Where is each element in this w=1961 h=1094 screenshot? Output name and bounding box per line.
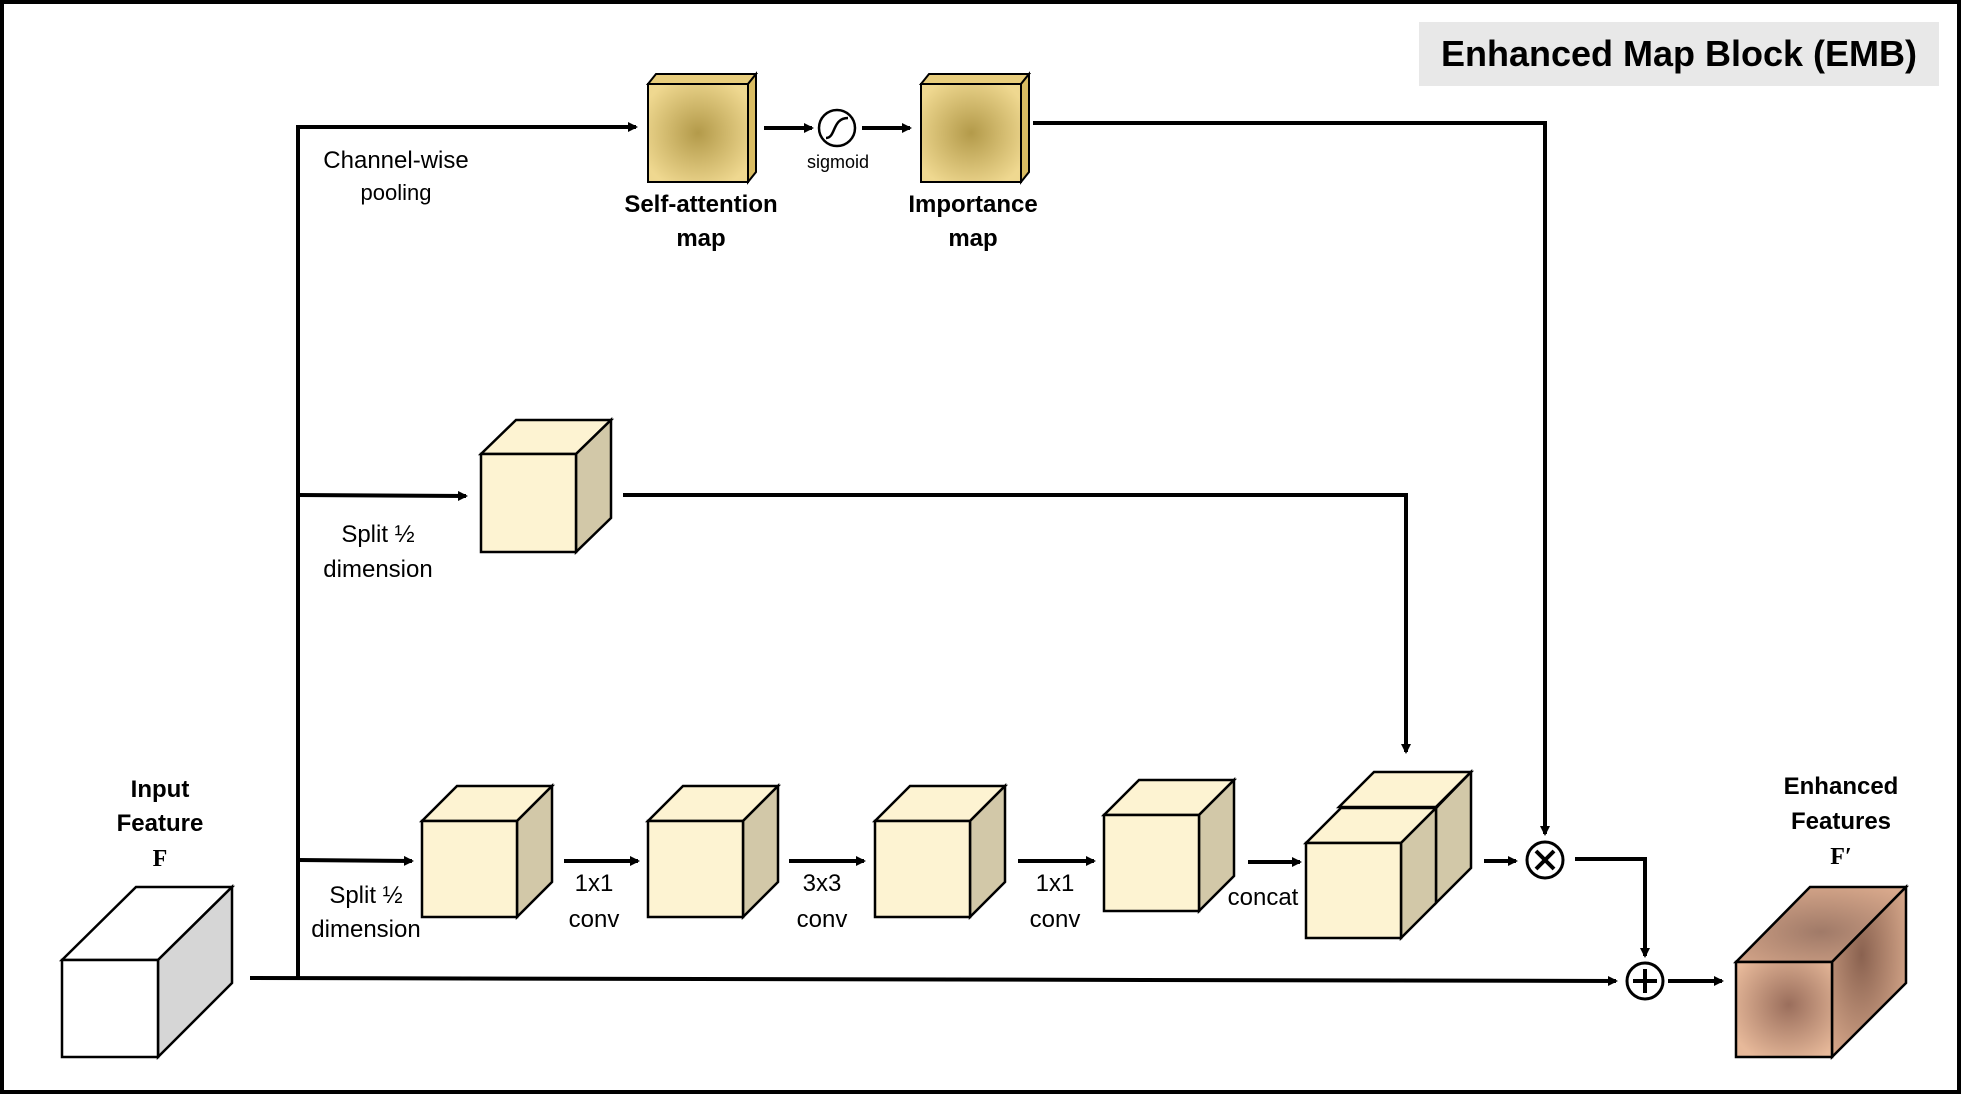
split-cube-bottom [418,782,556,921]
label-sigmoid: sigmoid [807,152,869,172]
label-enhanced-features: Features [1791,808,1891,835]
label-split-bottom: Split ½ [329,882,402,909]
conv3-output-cube [871,782,1009,921]
label-conv3: 3x3 [803,870,842,897]
label-conv1: 1x1 [575,870,614,897]
label-split-top-dimension: dimension [323,556,432,583]
label-concat: concat [1228,884,1299,911]
concat-cube [1302,768,1475,942]
sigmoid-icon [817,108,857,148]
multiply-operator [1525,840,1565,880]
title: Enhanced Map Block (EMB) [1441,33,1917,74]
label-input: Input [131,776,190,803]
label-conv3-conv: conv [797,906,848,933]
label-output-f-prime: F′ [1830,844,1851,870]
label-conv1-conv: conv [569,906,620,933]
title-box [1419,22,1939,86]
label-importance: Importance [908,191,1037,218]
conv1b-output-cube [1100,776,1238,915]
label-conv1b: 1x1 [1036,870,1075,897]
enhanced-features-cube [1733,883,1909,1061]
label-channel-wise: Channel-wise [323,147,468,174]
label-self-attention-map: map [676,225,725,252]
label-split-bottom-dimension: dimension [311,916,420,943]
add-operator [1625,961,1665,1001]
connections [249,121,1724,986]
self-attention-map [645,71,759,185]
label-enhanced: Enhanced [1784,773,1899,800]
input-feature-cube [58,884,236,1061]
label-pooling: pooling [361,180,432,205]
label-input-f: F [153,846,168,872]
split-cube-top [477,417,615,555]
label-conv1b-conv: conv [1030,906,1081,933]
label-split-top: Split ½ [341,521,414,548]
label-self-attention: Self-attention [624,191,777,218]
conv1-output-cube [644,782,782,921]
label-importance-map: map [948,225,997,252]
label-input-feature: Feature [117,810,204,837]
importance-map [918,71,1032,185]
